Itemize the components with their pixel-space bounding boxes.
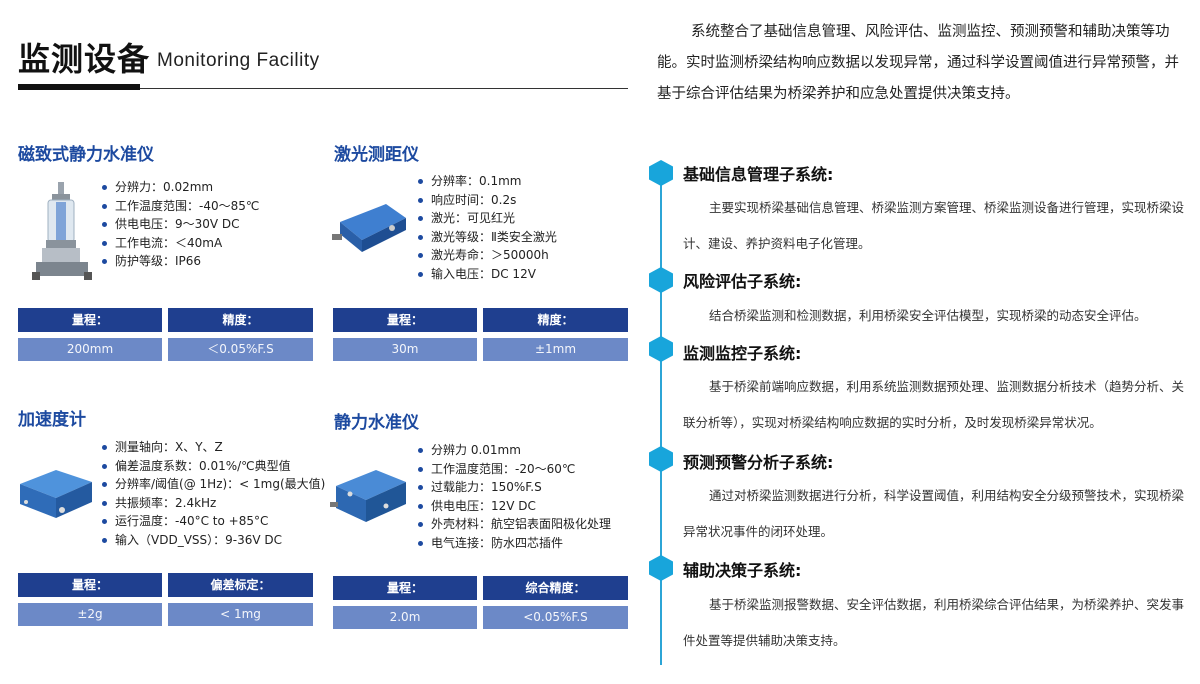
subsystem-title-early-warning: 预测预警分析子系统:	[683, 453, 834, 472]
spec-item: 分辨力 0.01mm	[416, 441, 611, 460]
spec-item: 供电电压：12V DC	[416, 497, 611, 516]
hexagon-marker-icon	[649, 446, 673, 472]
static-level-image	[330, 464, 410, 528]
table-header-range: 量程：	[333, 308, 477, 332]
device-title-accelerometer: 加速度计	[18, 410, 86, 430]
device-title-static-level: 静力水准仪	[334, 413, 419, 433]
table-cell-accuracy: ＜0.05%F.S	[168, 338, 313, 361]
subsystem-title-decision-support: 辅助决策子系统:	[683, 561, 802, 580]
hexagon-marker-icon	[649, 267, 673, 293]
spec-item: 输入（VDD_VSS）：9-36V DC	[100, 531, 325, 550]
subsystem-title-basic-info: 基础信息管理子系统:	[683, 165, 834, 184]
accelerometer-image	[16, 462, 96, 524]
subsystem-body-monitoring: 基于桥梁前端响应数据，利用系统监测数据预处理、监测数据分析技术（趋势分析、关联分…	[683, 379, 1185, 430]
spec-list-accelerometer: 测量轴向：X、Y、Z 偏差温度系数：0.01%/℃典型值 分辨率/阈值(@ 1H…	[100, 438, 325, 549]
spec-item: 工作电流：＜40mA	[100, 234, 259, 253]
spec-table-magnetostrictive-level: 量程： 精度： 200mm ＜0.05%F.S	[18, 308, 313, 361]
hexagon-marker-icon	[649, 336, 673, 362]
device-title-magnetostrictive-level: 磁致式静力水准仪	[18, 145, 154, 165]
spec-list-magnetostrictive-level: 分辨力：0.02mm 工作温度范围：-40～85℃ 供电电压：9～30V DC …	[100, 178, 259, 271]
subsystem-body-risk-assessment: 结合桥梁监测和检测数据，利用桥梁安全评估模型，实现桥梁的动态安全评估。	[709, 308, 1147, 323]
table-header-overall-accuracy: 综合精度：	[483, 576, 628, 600]
spec-item: 过载能力：150%F.S	[416, 478, 611, 497]
spec-item: 激光寿命：＞50000h	[416, 246, 557, 265]
spec-list-static-level: 分辨力 0.01mm 工作温度范围：-20～60℃ 过载能力：150%F.S 供…	[416, 441, 611, 552]
hexagon-marker-icon	[649, 555, 673, 581]
spec-table-laser-rangefinder: 量程： 精度： 30m ±1mm	[333, 308, 628, 361]
table-header-range: 量程：	[18, 308, 162, 332]
timeline-line	[660, 175, 662, 665]
table-header-accuracy: 精度：	[483, 308, 628, 332]
spec-item: 响应时间：0.2s	[416, 191, 557, 210]
table-cell-range: 2.0m	[333, 606, 477, 629]
intro-paragraph: 系统整合了基础信息管理、风险评估、监测监控、预测预警和辅助决策等功能。实时监测桥…	[657, 24, 1179, 102]
subsystem-body-basic-info: 主要实现桥梁基础信息管理、桥梁监测方案管理、桥梁监测设备进行管理，实现桥梁设计、…	[683, 200, 1185, 251]
spec-item: 工作温度范围：-20～60℃	[416, 460, 611, 479]
spec-item: 工作温度范围：-40～85℃	[100, 197, 259, 216]
spec-table-accelerometer: 量程： 偏差标定： ±2g < 1mg	[18, 573, 313, 626]
laser-rangefinder-image	[330, 198, 410, 258]
table-header-accuracy: 精度：	[168, 308, 313, 332]
table-cell-overall-accuracy: <0.05%F.S	[483, 606, 628, 629]
table-cell-accuracy: ±1mm	[483, 338, 628, 361]
page-title: 监测设备	[18, 40, 151, 78]
spec-item: 输入电压：DC 12V	[416, 265, 557, 284]
spec-item: 防护等级：IP66	[100, 252, 259, 271]
table-cell-bias: < 1mg	[168, 603, 313, 626]
hexagon-marker-icon	[649, 160, 673, 186]
spec-item: 供电电压：9～30V DC	[100, 215, 259, 234]
spec-list-laser-rangefinder: 分辨率：0.1mm 响应时间：0.2s 激光：可见红光 激光等级：Ⅱ类安全激光 …	[416, 172, 557, 283]
subsystem-body-decision-support: 基于桥梁监测报警数据、安全评估数据，利用桥梁综合评估结果，为桥梁养护、突发事件处…	[683, 597, 1185, 648]
spec-item: 测量轴向：X、Y、Z	[100, 438, 325, 457]
header-underline-thick	[18, 84, 140, 90]
subsystem-title-risk-assessment: 风险评估子系统:	[683, 272, 802, 291]
table-cell-range: ±2g	[18, 603, 162, 626]
spec-item: 运行温度：-40°C to +85°C	[100, 512, 325, 531]
table-header-bias: 偏差标定：	[168, 573, 313, 597]
table-header-range: 量程：	[18, 573, 162, 597]
subsystem-title-monitoring: 监测监控子系统:	[683, 344, 802, 363]
spec-item: 外壳材料：航空铝表面阳极化处理	[416, 515, 611, 534]
table-cell-range: 30m	[333, 338, 477, 361]
magnetostrictive-level-image	[22, 178, 102, 280]
device-title-laser-rangefinder: 激光测距仪	[334, 145, 419, 165]
table-cell-range: 200mm	[18, 338, 162, 361]
page-subtitle: Monitoring Facility	[157, 50, 320, 71]
spec-item: 分辨率：0.1mm	[416, 172, 557, 191]
spec-item: 电气连接：防水四芯插件	[416, 534, 611, 553]
spec-item: 共振频率：2.4kHz	[100, 494, 325, 513]
spec-item: 激光：可见红光	[416, 209, 557, 228]
header-underline-thin	[140, 88, 628, 89]
subsystem-body-early-warning: 通过对桥梁监测数据进行分析，科学设置阈值，利用结构安全分级预警技术，实现桥梁异常…	[683, 488, 1185, 539]
spec-item: 分辨率/阈值(@ 1Hz)：< 1mg(最大值)	[100, 475, 325, 494]
spec-item: 偏差温度系数：0.01%/℃典型值	[100, 457, 325, 476]
spec-item: 分辨力：0.02mm	[100, 178, 259, 197]
spec-table-static-level: 量程： 综合精度： 2.0m <0.05%F.S	[333, 576, 628, 629]
spec-item: 激光等级：Ⅱ类安全激光	[416, 228, 557, 247]
table-header-range: 量程：	[333, 576, 477, 600]
